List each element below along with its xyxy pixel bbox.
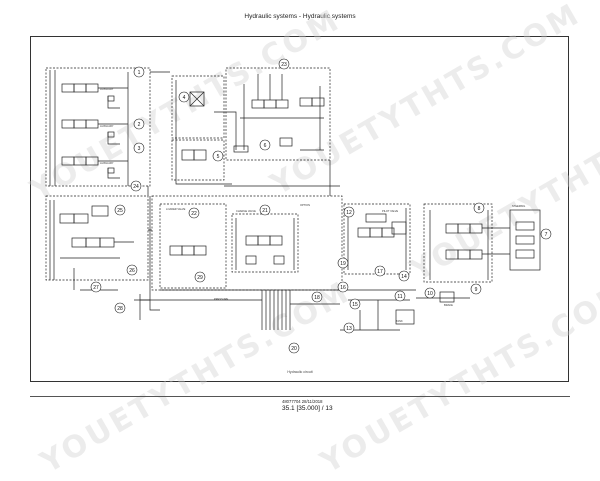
callout-23: 23 bbox=[278, 58, 290, 70]
svg-text:25: 25 bbox=[117, 208, 123, 214]
svg-text:16: 16 bbox=[340, 285, 346, 291]
svg-text:20: 20 bbox=[291, 346, 297, 352]
callout-6: 6 bbox=[259, 139, 271, 151]
diagram-frame bbox=[30, 36, 569, 382]
label-aux: AUXILIARY bbox=[100, 124, 114, 128]
svg-text:27: 27 bbox=[93, 285, 99, 291]
callout-20: 20 bbox=[288, 342, 300, 354]
callout-5: 5 bbox=[212, 150, 224, 162]
callout-2: 2 bbox=[133, 118, 145, 130]
callout-25: 25 bbox=[114, 204, 126, 216]
callout-19: 19 bbox=[337, 257, 349, 269]
svg-text:13: 13 bbox=[346, 326, 352, 332]
svg-text:6: 6 bbox=[264, 143, 267, 149]
label-pressure: PRESSURE bbox=[214, 297, 229, 301]
label-loader-valve: LOADER VALVE bbox=[166, 207, 186, 211]
callout-17: 17 bbox=[374, 265, 386, 277]
callout-3: 3 bbox=[133, 142, 145, 154]
svg-text:2: 2 bbox=[138, 122, 141, 128]
footer-code: 48077704 28/11/2018 bbox=[282, 399, 323, 404]
svg-text:22: 22 bbox=[191, 211, 197, 217]
callout-8: 8 bbox=[473, 202, 485, 214]
label-brake: BRAKE bbox=[444, 303, 453, 307]
svg-text:26: 26 bbox=[129, 268, 135, 274]
label-aux: AUXILIARY bbox=[100, 87, 114, 91]
callout-10: 10 bbox=[424, 287, 436, 299]
diagram-caption: Hydraulic circuit bbox=[287, 370, 313, 374]
callout-11: 11 bbox=[394, 290, 406, 302]
callout-22: 22 bbox=[188, 207, 200, 219]
page-header: Hydraulic systems - Hydraulic systems bbox=[244, 13, 356, 20]
callout-27: 27 bbox=[90, 281, 102, 293]
footer-rule bbox=[30, 396, 570, 397]
callout-16: 16 bbox=[337, 281, 349, 293]
svg-text:28: 28 bbox=[117, 306, 123, 312]
svg-text:11: 11 bbox=[397, 294, 402, 300]
svg-text:18: 18 bbox=[314, 295, 320, 301]
callout-24: 24 bbox=[130, 180, 142, 192]
callout-4: 4 bbox=[178, 91, 190, 103]
callout-12: 12 bbox=[343, 206, 355, 218]
svg-text:14: 14 bbox=[401, 274, 407, 280]
callout-13: 13 bbox=[343, 322, 355, 334]
svg-text:24: 24 bbox=[133, 184, 139, 190]
svg-text:1: 1 bbox=[138, 70, 141, 76]
callout-29: 29 bbox=[194, 271, 206, 283]
callout-1: 1 bbox=[133, 66, 145, 78]
label-pilot-valve: PILOT VALVE bbox=[382, 209, 398, 213]
svg-text:12: 12 bbox=[346, 210, 352, 216]
svg-text:8: 8 bbox=[478, 206, 481, 212]
svg-text:9: 9 bbox=[475, 287, 478, 293]
valve-block bbox=[61, 83, 75, 93]
svg-text:4: 4 bbox=[183, 95, 186, 101]
svg-text:17: 17 bbox=[377, 269, 383, 275]
svg-text:7: 7 bbox=[545, 232, 548, 238]
callout-7: 7 bbox=[540, 228, 552, 240]
callout-26: 26 bbox=[126, 264, 138, 276]
callout-21: 21 bbox=[259, 204, 271, 216]
svg-text:10: 10 bbox=[427, 291, 433, 297]
svg-text:21: 21 bbox=[262, 208, 268, 214]
footer-page: 35.1 [35.000] / 13 bbox=[282, 405, 333, 412]
svg-text:3: 3 bbox=[138, 146, 141, 152]
label-option: OPTION bbox=[300, 203, 310, 207]
callout-14: 14 bbox=[398, 270, 410, 282]
svg-text:5: 5 bbox=[217, 154, 220, 160]
svg-text:29: 29 bbox=[197, 275, 203, 281]
hydraulic-schematic: 1 2 3 4 5 6 7 8 9 10 11 12 13 14 15 16 1… bbox=[45, 58, 552, 354]
callout-15: 15 bbox=[349, 298, 361, 310]
svg-text:23: 23 bbox=[281, 62, 287, 68]
svg-text:15: 15 bbox=[352, 302, 358, 308]
label-tank: TANK bbox=[396, 319, 403, 323]
callout-18: 18 bbox=[311, 291, 323, 303]
svg-text:19: 19 bbox=[340, 261, 346, 267]
valve-stack-frame bbox=[45, 67, 151, 187]
label-steering: STEERING bbox=[512, 204, 525, 208]
callout-28: 28 bbox=[114, 302, 126, 314]
label-charge-valve: CHARGE VALVE bbox=[236, 209, 256, 213]
callout-9: 9 bbox=[470, 283, 482, 295]
label-aux: AUXILIARY bbox=[100, 161, 114, 165]
